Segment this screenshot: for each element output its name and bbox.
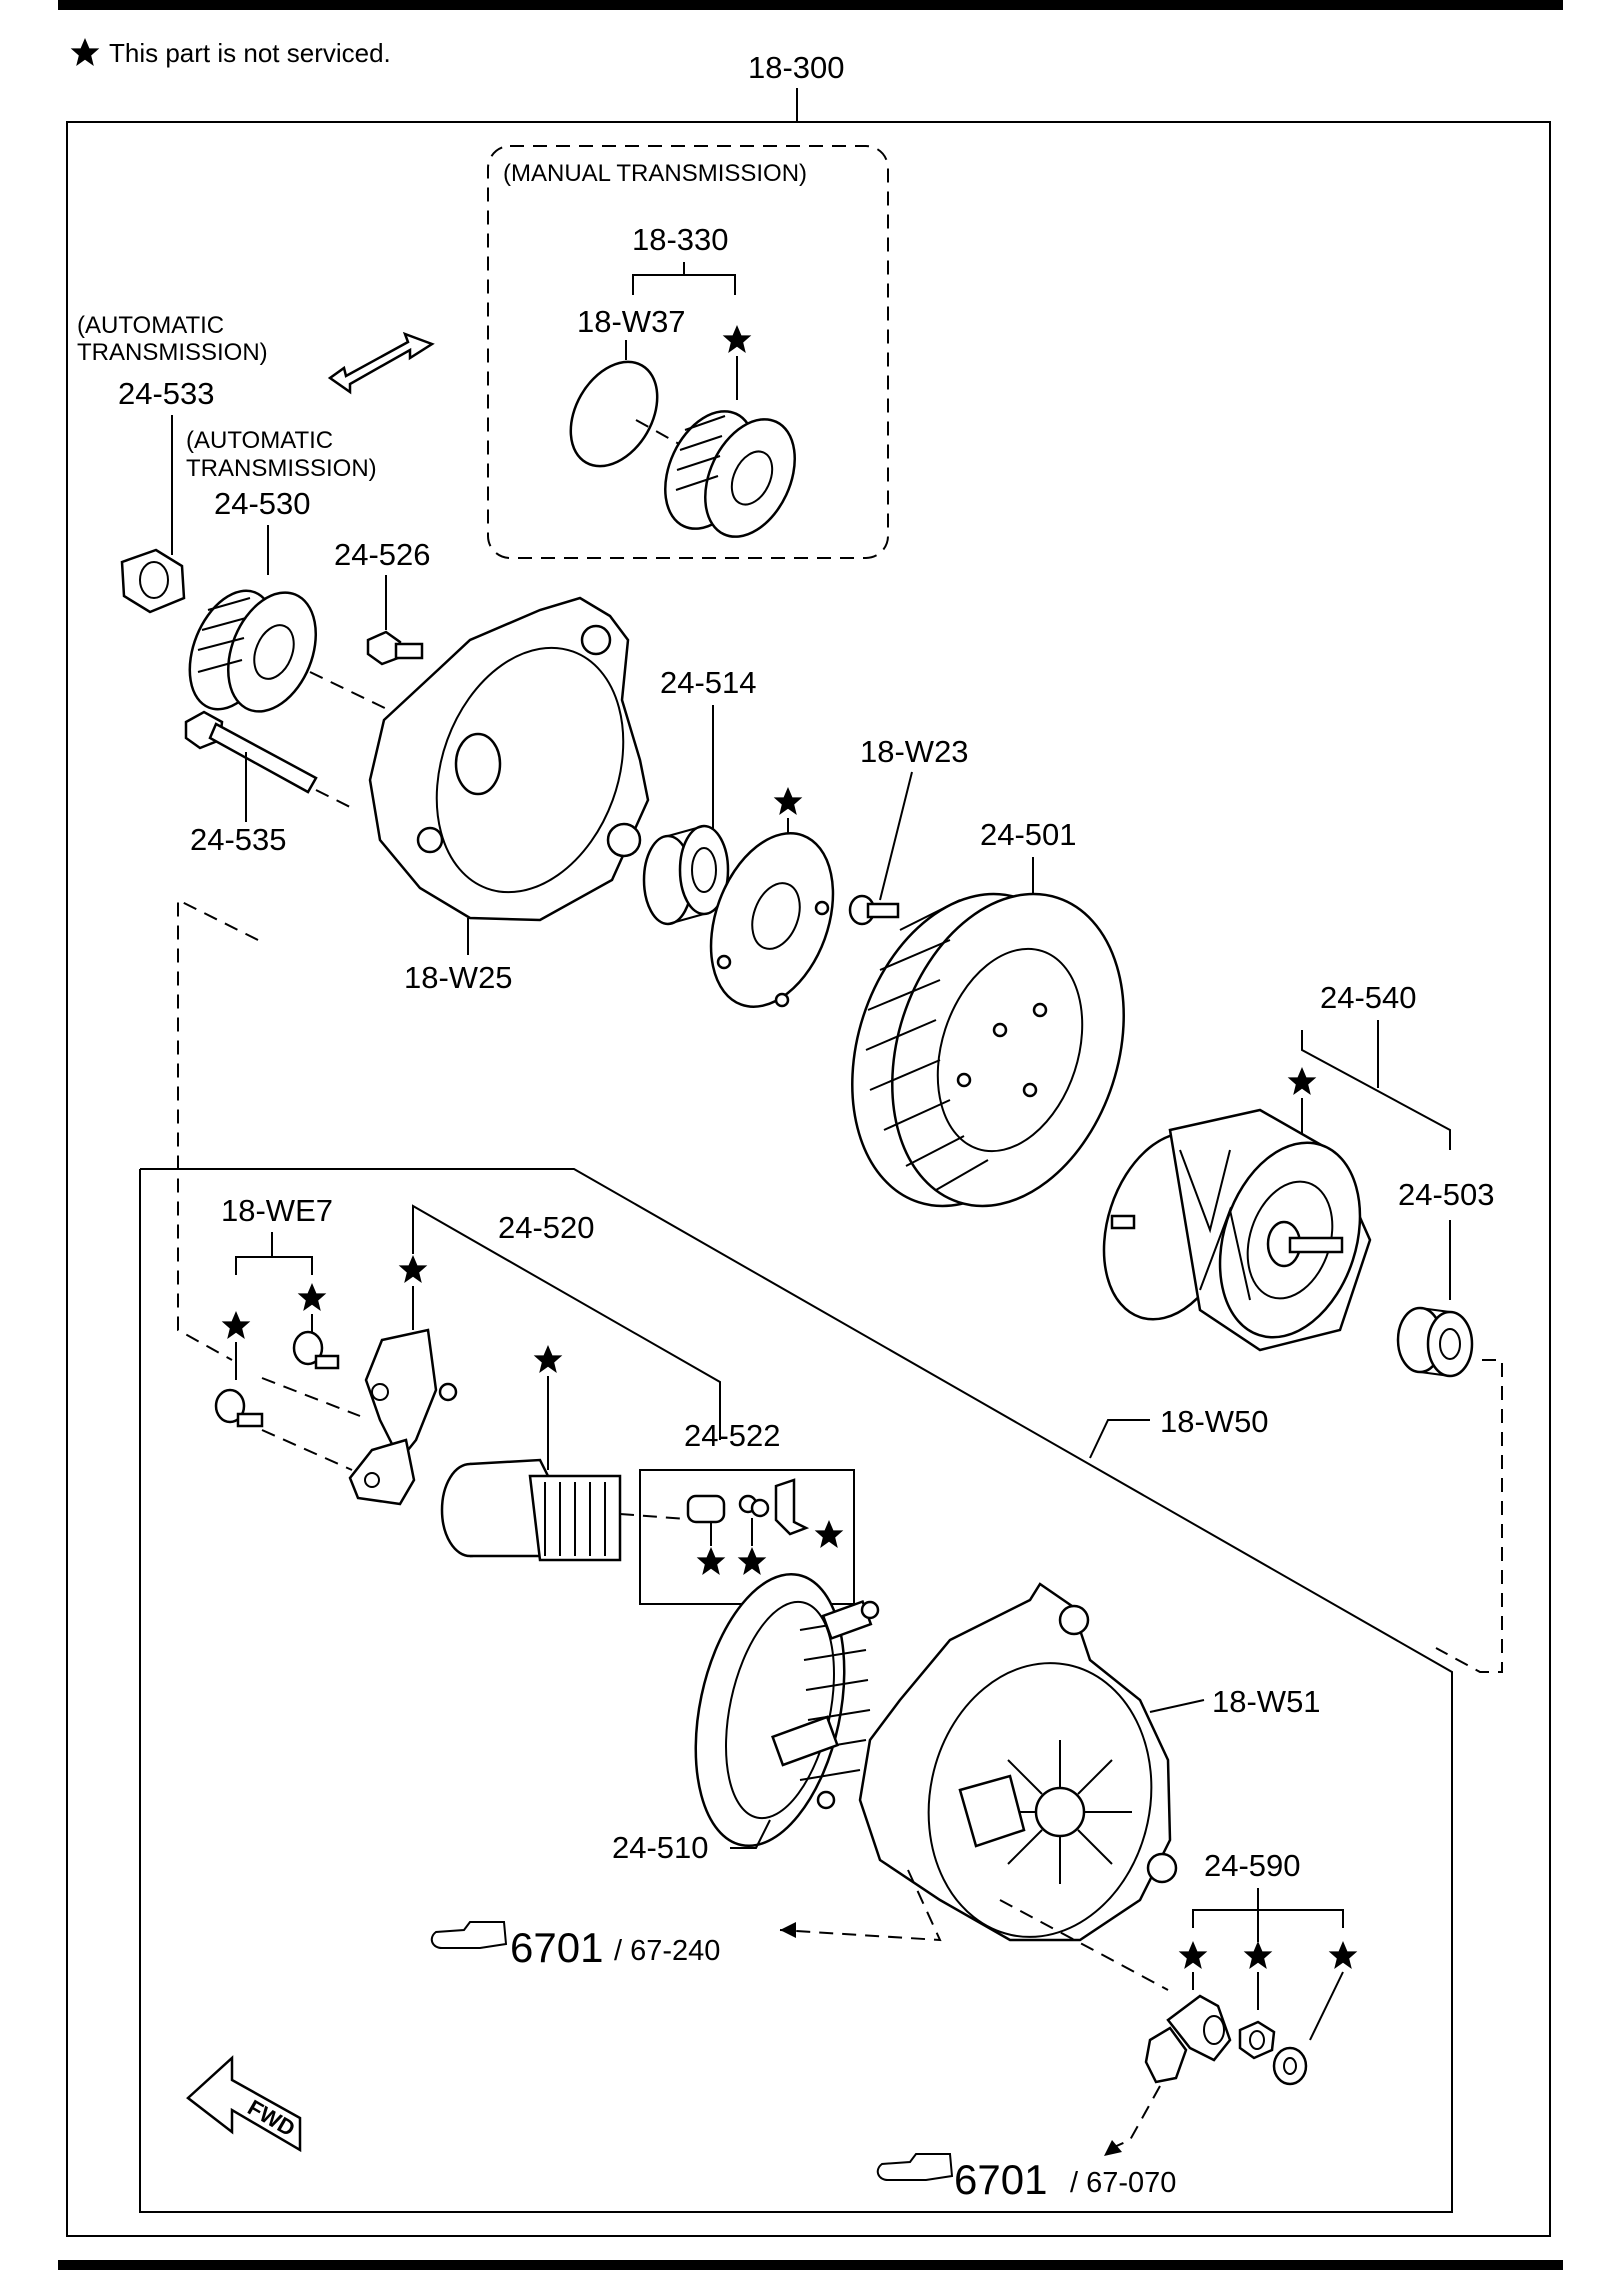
fwd-arrow-icon: FWD [186, 2055, 302, 2153]
rotor-24-540 [1102, 1108, 1372, 1352]
star-icon [1328, 1941, 1358, 1969]
retainer-plate [709, 832, 835, 1008]
pulley-24-530 [188, 589, 318, 713]
not-serviced-star-icon [70, 38, 100, 66]
screw-18-W23 [848, 894, 900, 926]
outer-frame [66, 121, 1551, 2237]
washer-24-590 [1272, 2046, 1308, 2086]
brush-set-box [639, 1469, 855, 1605]
label-24-520: 24-520 [498, 1210, 595, 1245]
bearing-24-514 [642, 824, 730, 926]
nut-24-533 [120, 548, 186, 614]
label-18-W23: 18-W23 [860, 734, 969, 769]
through-bolt-24-535 [184, 710, 318, 794]
label-at-note-2: TRANSMISSION) [77, 339, 268, 366]
ref-67-240: / 67-240 [614, 1935, 720, 1967]
label-at-note-3: (AUTOMATIC [186, 427, 333, 454]
label-24-522: 24-522 [684, 1418, 781, 1453]
front-bracket-18-W25 [368, 596, 650, 922]
label-18-W37: 18-W37 [577, 304, 686, 339]
double-arrow-icon [327, 331, 435, 395]
star-icon [398, 1255, 428, 1283]
bottom-rule [58, 2260, 1563, 2270]
label-24-510: 24-510 [612, 1830, 709, 1865]
star-icon [533, 1345, 563, 1373]
terminal-24-590 [1144, 1994, 1232, 2084]
bearing-24-503 [1396, 1306, 1474, 1378]
label-at-note-1: (AUTOMATIC [77, 312, 224, 339]
star-icon [1178, 1941, 1208, 1969]
label-18-W51: 18-W51 [1212, 1684, 1321, 1719]
regulator-bracket [348, 1328, 458, 1506]
label-at-note-4: TRANSMISSION) [186, 455, 377, 482]
nut-24-590 [1238, 2020, 1276, 2060]
screw-we7-2 [214, 1388, 264, 1428]
stator-24-501 [851, 892, 1125, 1208]
label-24-530: 24-530 [214, 486, 311, 521]
label-24-590: 24-590 [1204, 1848, 1301, 1883]
star-icon [696, 1547, 726, 1575]
star-icon [221, 1311, 251, 1339]
star-icon [1287, 1067, 1317, 1095]
star-icon [737, 1547, 767, 1575]
pulley-18-330 [664, 410, 796, 538]
label-18-W50: 18-W50 [1160, 1404, 1269, 1439]
cap-18-W37 [569, 360, 659, 468]
regulator-24-520 [440, 1458, 622, 1562]
star-icon [814, 1520, 844, 1548]
label-24-501: 24-501 [980, 817, 1077, 852]
legend-note: This part is not serviced. [109, 38, 391, 68]
ref-6701-a: 6701 [510, 1924, 603, 1971]
label-24-540: 24-540 [1320, 980, 1417, 1015]
star-icon [1243, 1941, 1273, 1969]
star-icon [722, 325, 752, 353]
label-18-300: 18-300 [748, 50, 845, 85]
rear-bracket-18-W51 [858, 1582, 1178, 1942]
manual-transmission-group [487, 145, 889, 559]
ref-67-070: / 67-070 [1070, 2167, 1176, 2199]
screw-we7-1 [292, 1330, 340, 1370]
label-24-535: 24-535 [190, 822, 287, 857]
top-rule [58, 0, 1563, 10]
label-manual-transmission: (MANUAL TRANSMISSION) [503, 160, 807, 187]
label-18-WE7: 18-WE7 [221, 1193, 333, 1228]
hand-pointer-icon [876, 2153, 954, 2181]
label-24-526: 24-526 [334, 537, 431, 572]
bolt-24-526 [366, 630, 424, 666]
star-icon [773, 787, 803, 815]
star-icon [297, 1283, 327, 1311]
hand-pointer-icon [430, 1921, 508, 1949]
label-24-503: 24-503 [1398, 1177, 1495, 1212]
label-24-514: 24-514 [660, 665, 757, 700]
label-18-330: 18-330 [632, 222, 729, 257]
label-24-533: 24-533 [118, 376, 215, 411]
label-18-W25: 18-W25 [404, 960, 513, 995]
ref-6701-b: 6701 [954, 2156, 1047, 2203]
rear-section-frame [139, 1168, 1453, 2213]
rectifier-24-510 [694, 1572, 880, 1848]
brush-24-522 [686, 1478, 810, 1536]
